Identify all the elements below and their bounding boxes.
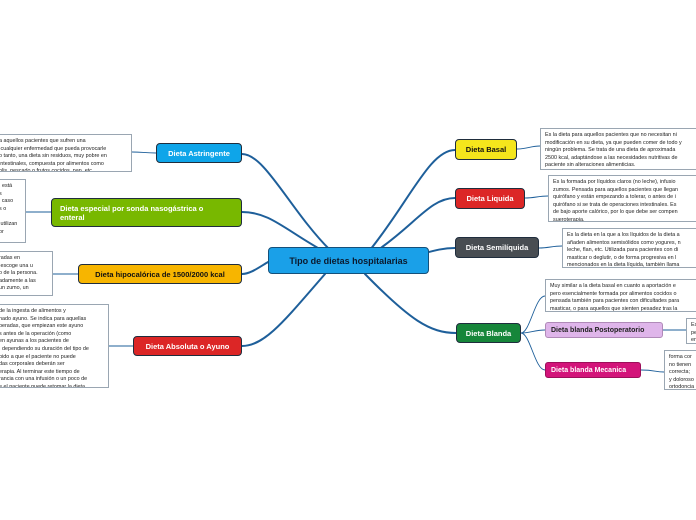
central-topic-label: Tipo de dietas hospitalarias: [289, 255, 408, 266]
note-dieta-blanda: Muy similar a la dieta basal en cuanto a…: [545, 279, 696, 312]
topic-dieta-hipocalorica[interactable]: Dieta hipocalórica de 1500/2000 kcal: [78, 264, 242, 284]
topic-dieta-blanda[interactable]: Dieta Blanda: [456, 323, 521, 343]
subtopic-blanda-postoperatorio[interactable]: Dieta blanda Postoperatorio: [545, 322, 663, 338]
link-blanda: [364, 273, 457, 334]
topic-dieta-enteral[interactable]: Dieta especial por sonda nasogástrica o …: [51, 198, 242, 227]
note-dieta-basal: Es la dieta para aquellos pacientes que …: [540, 128, 696, 170]
topic-label: Dieta Astringente: [168, 148, 230, 158]
note-dieta-liquida: Es la formada por líquidos claros (no le…: [548, 175, 696, 222]
topic-label: Dieta Basal: [465, 145, 507, 154]
topic-dieta-semiliquida[interactable]: Dieta Semilíquida: [455, 237, 539, 258]
topic-label: Dieta hipocalórica de 1500/2000 kcal: [95, 269, 225, 279]
link-enteral: [241, 211, 326, 253]
topic-dieta-astringente[interactable]: Dieta Astringente: [156, 143, 242, 163]
note-blanda-postoperatorio: Es pe en: [686, 318, 696, 344]
link-astringente: [241, 153, 331, 251]
topic-dieta-liquida[interactable]: Dieta Liquida: [455, 188, 525, 209]
subtopic-blanda-mecanica[interactable]: Dieta blanda Mecanica: [545, 362, 641, 378]
note-dieta-absoluta: de la ingesta de alimentos y nado ayuno.…: [0, 304, 109, 388]
note-blanda-mecanica: forma cor no tienen correcta; y doloroso…: [664, 350, 696, 390]
central-topic[interactable]: Tipo de dietas hospitalarias: [268, 247, 429, 274]
link-absoluta: [241, 273, 326, 347]
subtopic-label: Dieta blanda Postoperatorio: [551, 326, 645, 334]
note-dieta-astringente: a aquellos pacientes que sufren una cual…: [0, 134, 132, 172]
topic-label: Dieta Liquida: [466, 194, 514, 203]
topic-label: Dieta Absoluta o Ayuno: [145, 341, 230, 351]
topic-label: Dieta especial por sonda nasogástrica o …: [60, 203, 204, 222]
link-hipocalorica: [241, 261, 269, 275]
subtopic-label: Dieta blanda Mecanica: [551, 366, 627, 374]
note-dieta-hipocalorica: radas en escoge una u o de la persona. a…: [0, 251, 53, 296]
topic-label: Dieta Semilíquida: [465, 243, 529, 252]
topic-dieta-absoluta[interactable]: Dieta Absoluta o Ayuno: [133, 336, 242, 356]
topic-label: Dieta Blanda: [465, 328, 512, 338]
link-liquida: [374, 197, 456, 253]
link-basal: [369, 149, 456, 251]
topic-dieta-basal[interactable]: Dieta Basal: [455, 139, 517, 160]
note-dieta-semiliquida: Es la dieta en la que a los líquidos de …: [562, 228, 696, 268]
note-dieta-enteral: , está s l caso s o utilizan or: [0, 179, 26, 243]
